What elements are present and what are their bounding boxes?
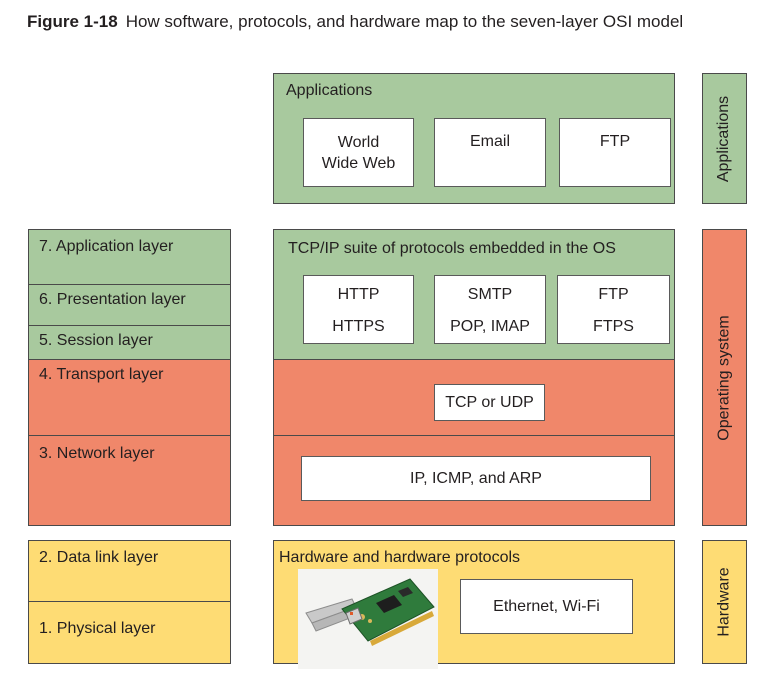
network-box: IP, ICMP, and ARP bbox=[301, 456, 651, 501]
app-line: FTP bbox=[599, 133, 631, 150]
protocol-box-ftp: FTP FTPS bbox=[557, 275, 670, 344]
osi-layer-1: 1. Physical layer bbox=[28, 601, 231, 664]
side-label-operating-system: Operating system bbox=[702, 229, 747, 526]
hardware-protocols-box: Ethernet, Wi-Fi bbox=[460, 579, 633, 634]
applications-block-title: Applications bbox=[286, 82, 373, 99]
app-line: Email bbox=[469, 133, 510, 150]
side-label-text: Operating system bbox=[715, 314, 733, 441]
protocol-line: HTTPS bbox=[332, 318, 385, 335]
protocol-line: POP, IMAP bbox=[450, 318, 530, 335]
app-line: World bbox=[337, 133, 380, 151]
protocol-line: HTTP bbox=[337, 286, 380, 303]
osi-layer-6: 6. Presentation layer bbox=[28, 284, 231, 326]
protocol-line: FTPS bbox=[593, 318, 634, 335]
side-label-text: Hardware bbox=[715, 567, 733, 637]
osi-layer-label: 2. Data link layer bbox=[39, 549, 159, 566]
figure-number: Figure 1-18 bbox=[27, 12, 118, 31]
protocol-line: FTP bbox=[598, 286, 629, 303]
osi-layer-2: 2. Data link layer bbox=[28, 540, 231, 602]
app-box-ftp: FTP bbox=[559, 118, 671, 187]
osi-layer-7: 7. Application layer bbox=[28, 229, 231, 285]
osi-layer-label: 6. Presentation layer bbox=[39, 291, 186, 308]
protocol-box-smtp: SMTP POP, IMAP bbox=[434, 275, 546, 344]
osi-layer-label: 1. Physical layer bbox=[39, 620, 156, 637]
app-box-email: Email bbox=[434, 118, 546, 187]
osi-layer-label: 7. Application layer bbox=[39, 238, 174, 255]
side-label-text: Applications bbox=[715, 95, 733, 182]
nic-illustration bbox=[305, 578, 435, 646]
side-label-applications: Applications bbox=[702, 73, 747, 204]
hardware-block-title: Hardware and hardware protocols bbox=[279, 549, 521, 566]
osi-layer-4: 4. Transport layer bbox=[28, 359, 231, 436]
os-block-title: TCP/IP suite of protocols embedded in th… bbox=[288, 240, 616, 257]
network-card-image bbox=[298, 569, 438, 669]
osi-layer-label: 3. Network layer bbox=[39, 445, 155, 462]
figure-title: How software, protocols, and hardware ma… bbox=[125, 12, 684, 31]
osi-layer-label: 5. Session layer bbox=[39, 332, 153, 349]
osi-layer-3: 3. Network layer bbox=[28, 435, 231, 526]
protocol-line: SMTP bbox=[467, 286, 513, 303]
transport-box: TCP or UDP bbox=[434, 384, 545, 421]
app-box-web: World Wide Web bbox=[303, 118, 414, 187]
figure-caption: Figure 1-18 How software, protocols, and … bbox=[27, 10, 747, 34]
protocol-box-http: HTTP HTTPS bbox=[303, 275, 414, 344]
side-label-hardware: Hardware bbox=[702, 540, 747, 664]
osi-layer-label: 4. Transport layer bbox=[39, 366, 164, 383]
osi-layer-5: 5. Session layer bbox=[28, 325, 231, 360]
app-line: Wide Web bbox=[321, 154, 396, 172]
